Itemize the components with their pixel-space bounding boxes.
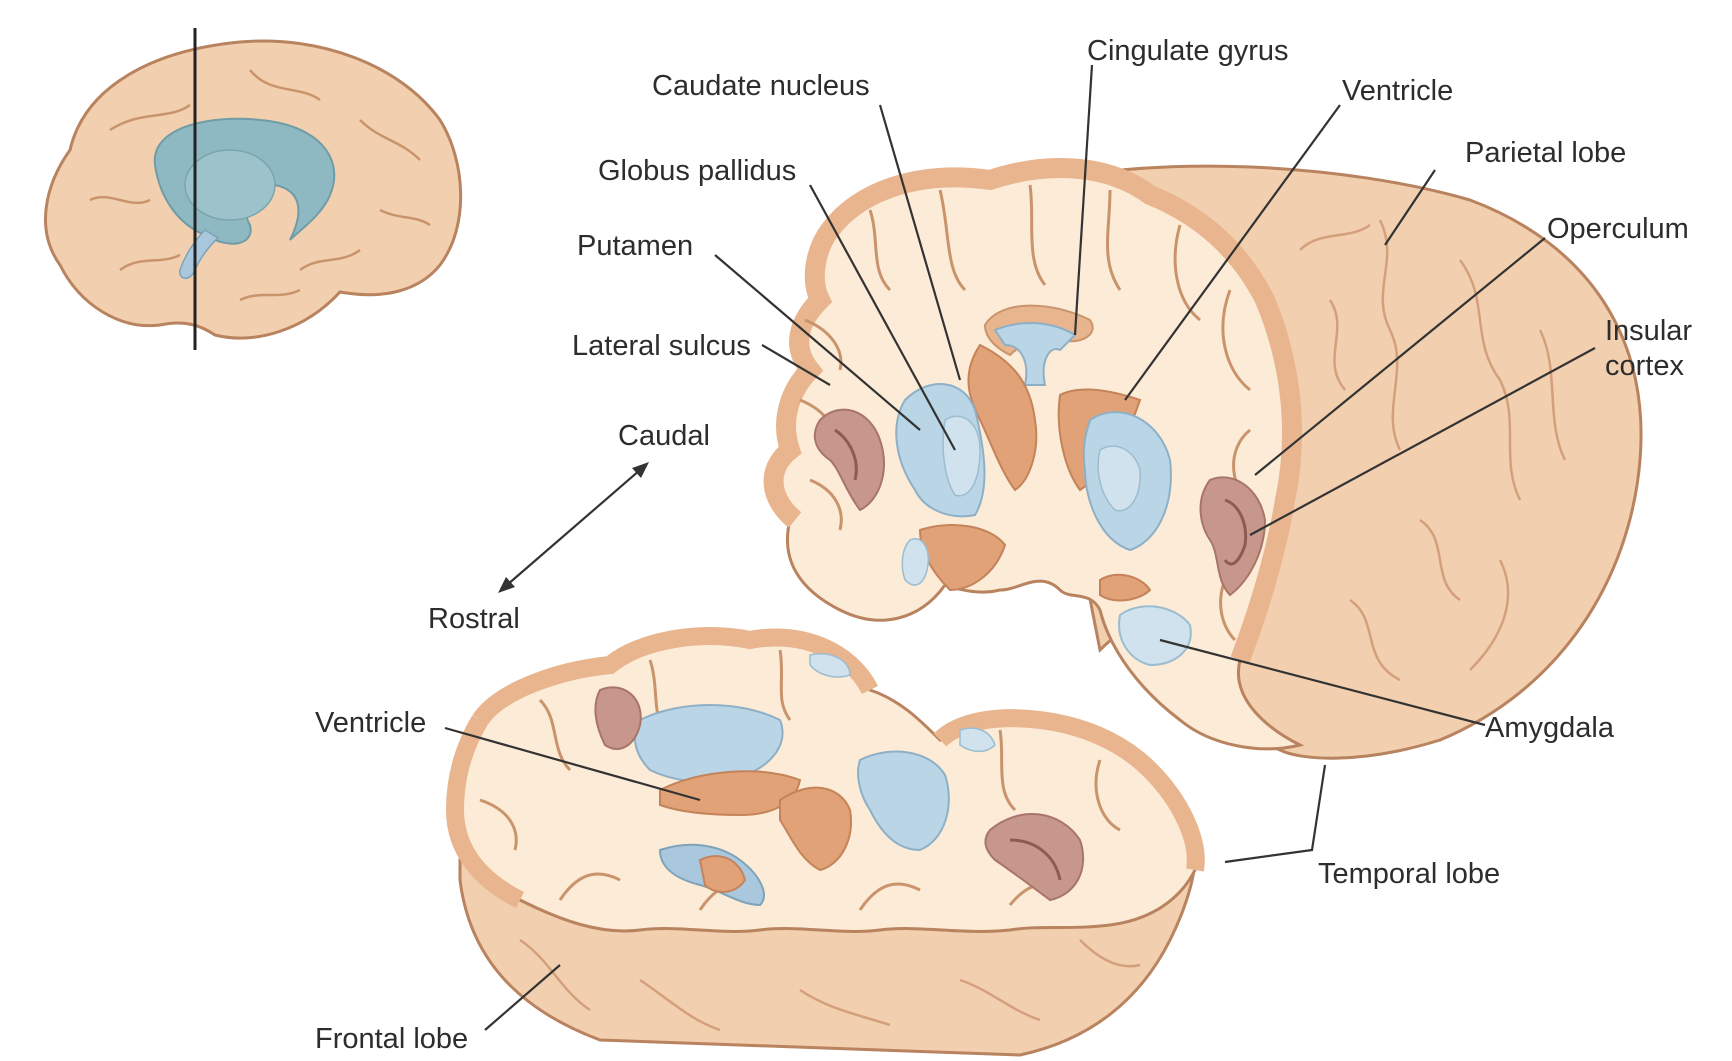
ventricle-caudal <box>967 343 1038 492</box>
leader-amygdala <box>1159 638 1486 727</box>
labels: Caudate nucleus Cingulate gyrus Ventricl… <box>315 35 1692 1055</box>
label-operculum: Operculum <box>1547 213 1689 245</box>
leader-insular-cortex <box>1249 347 1596 536</box>
leader-operculum <box>1254 237 1546 476</box>
inset-lateral-brain <box>44 28 463 350</box>
caudal-coronal-slab <box>763 158 1643 760</box>
label-rostral: Rostral <box>428 603 520 635</box>
label-ventricle-top: Ventricle <box>1342 75 1453 107</box>
label-lateral-sulcus: Lateral sulcus <box>572 330 751 362</box>
rostral-caudal-axis-arrow <box>498 462 649 593</box>
leader-ventricle-bottom <box>444 726 701 802</box>
label-caudate-nucleus: Caudate nucleus <box>652 70 870 102</box>
leader-lateral-sulcus <box>761 344 831 386</box>
leader-ventricle-top <box>1124 104 1341 401</box>
label-temporal-lobe: Temporal lobe <box>1318 858 1500 890</box>
label-insular-cortex-line1: Insular <box>1605 315 1692 347</box>
leader-frontal-lobe <box>484 964 561 1031</box>
insular-cortex-region <box>1199 476 1267 597</box>
insula-left <box>813 408 885 512</box>
label-ventricle-bottom: Ventricle <box>315 707 426 739</box>
leader-parietal-lobe <box>1384 169 1436 246</box>
label-frontal-lobe: Frontal lobe <box>315 1023 468 1055</box>
label-putamen: Putamen <box>577 230 693 262</box>
leader-caudate-nucleus <box>878 104 962 381</box>
leader-temporal-lobe <box>1224 764 1327 864</box>
amygdala-region <box>1118 605 1192 667</box>
leader-lines <box>444 64 1596 1031</box>
leader-globus-pallidus <box>809 184 956 451</box>
label-globus-pallidus: Globus pallidus <box>598 155 796 187</box>
label-amygdala: Amygdala <box>1485 712 1615 744</box>
label-caudal: Caudal <box>618 420 710 452</box>
rostral-coronal-slab <box>445 627 1205 1057</box>
leader-putamen <box>714 254 921 431</box>
label-insular-cortex-line2: cortex <box>1605 350 1684 382</box>
label-parietal-lobe: Parietal lobe <box>1465 137 1626 169</box>
globus-pallidus-region <box>942 415 981 497</box>
leader-cingulate-gyrus <box>1073 64 1094 336</box>
label-cingulate-gyrus: Cingulate gyrus <box>1087 35 1289 67</box>
